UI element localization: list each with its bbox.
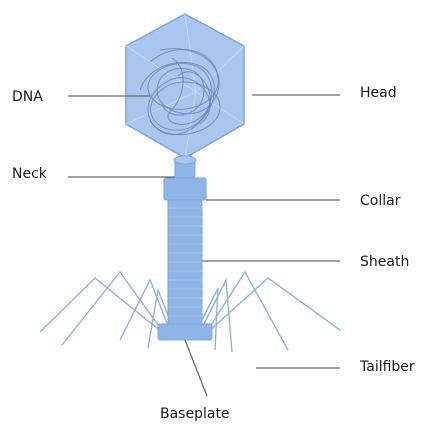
leader-baseplate (185, 340, 207, 396)
sheath (168, 200, 202, 324)
label-baseplate: Baseplate (160, 406, 230, 422)
label-collar: Collar (360, 193, 401, 209)
neck (174, 156, 196, 178)
baseplate (158, 324, 212, 340)
label-tailfiber: Tailfiber (359, 359, 415, 375)
label-head: Head (360, 85, 397, 101)
label-dna: DNA (12, 89, 43, 105)
label-neck: Neck (12, 166, 48, 182)
collar (164, 178, 206, 200)
head-capsid (126, 14, 244, 158)
label-sheath: Sheath (360, 254, 409, 270)
